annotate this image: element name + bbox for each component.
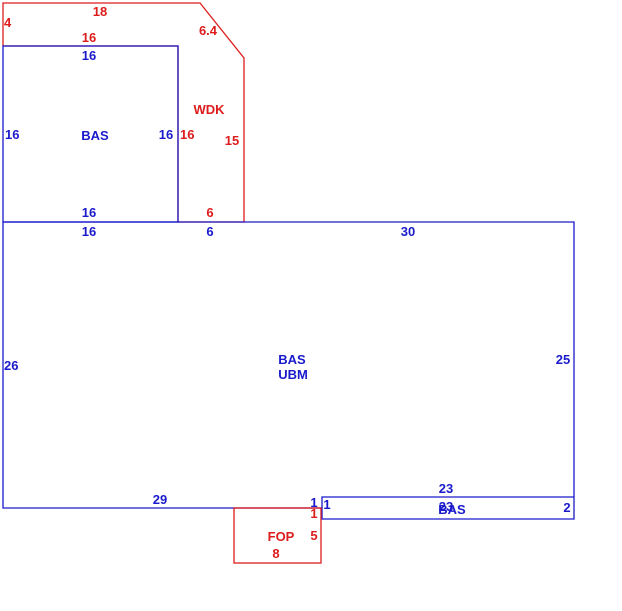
strip-bas-label: BAS	[438, 502, 466, 517]
main-right-dim: 25	[556, 352, 570, 367]
bas-top-bottom-dim: 16	[82, 205, 96, 220]
fop-top-dim: 1	[310, 506, 317, 521]
bas-top-right-dim: 16	[159, 127, 173, 142]
main-top-left-dim: 16	[82, 224, 96, 239]
strip-bottom-dim: 23	[439, 499, 453, 514]
main-bottom-dim: 29	[153, 492, 167, 507]
wdk-inner-top-dim: 16	[82, 30, 96, 45]
main-top-right-dim: 30	[401, 224, 415, 239]
fop-outline	[233, 507, 322, 564]
fop-right-dim: 5	[310, 528, 317, 543]
wdk-bottom-dim: 6	[206, 205, 213, 220]
strip-inner-line	[321, 496, 574, 508]
bas-top-area-label: BAS	[81, 128, 109, 143]
bas-top-left-dim: 16	[5, 127, 19, 142]
fop-bottom-dim: 8	[272, 546, 279, 561]
main-bas-label: BAS	[278, 352, 306, 367]
bas-top-top-dim: 16	[82, 48, 96, 63]
main-step-dim: 1	[310, 495, 317, 510]
main-left-dim: 26	[4, 358, 18, 373]
strip-top-dim: 23	[439, 481, 453, 496]
wdk-inner-left-dim: 16	[180, 127, 194, 142]
wdk-left-dim: 4	[4, 15, 12, 30]
strip-right-dim: 2	[563, 500, 570, 515]
main-ubm-label: UBM	[278, 367, 308, 382]
strip-left-dim: 1	[323, 497, 330, 512]
wdk-top-dim: 18	[93, 4, 107, 19]
wdk-area-label: WDK	[193, 102, 225, 117]
main-top-mid-dim: 6	[206, 224, 213, 239]
fop-area-label: FOP	[268, 529, 295, 544]
wdk-diagonal-dim: 6.4	[199, 23, 218, 38]
wdk-right-dim: 15	[225, 133, 239, 148]
main-structure-outline	[2, 221, 575, 520]
